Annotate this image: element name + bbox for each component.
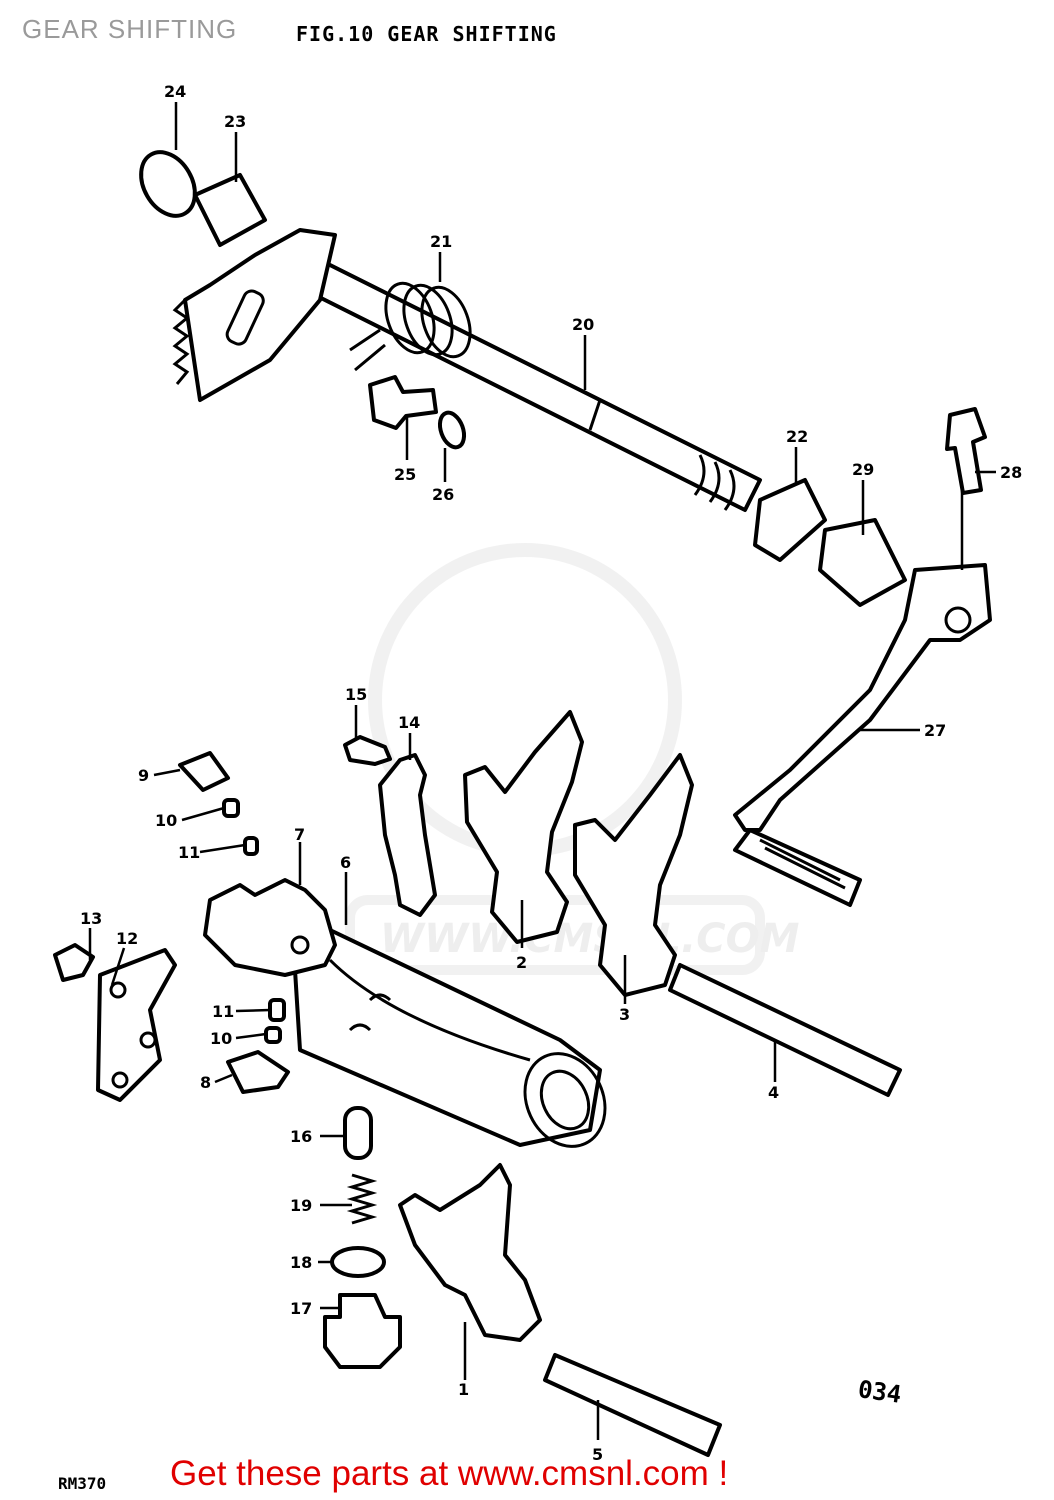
page-number: 034 [856, 1375, 904, 1409]
bolt-28 [945, 407, 987, 495]
return-spring-21 [349, 281, 472, 372]
callout-5: 5 [592, 1445, 603, 1464]
callout-21: 21 [430, 232, 452, 251]
callout-24: 24 [164, 82, 186, 101]
bolt-25 [368, 375, 438, 430]
model-code: RM370 [58, 1474, 107, 1493]
callout-26: 26 [432, 485, 454, 504]
plunger-16 [343, 1106, 373, 1160]
fork-1 [398, 1163, 542, 1342]
callout-23: 23 [224, 112, 246, 131]
screw-15 [343, 735, 392, 766]
callout-28: 28 [1000, 463, 1022, 482]
shift-arm-plate [183, 228, 337, 402]
callout-18: 18 [290, 1253, 312, 1272]
plate-14 [378, 753, 437, 917]
callout-8: 8 [200, 1073, 211, 1092]
callout-7: 7 [294, 825, 305, 844]
callout-13: 13 [80, 909, 102, 928]
callout-9: 9 [138, 766, 149, 785]
shaft-20 [283, 248, 762, 512]
callout-17: 17 [290, 1299, 312, 1318]
callout-12: 12 [116, 929, 138, 948]
shift-forks [398, 710, 902, 1457]
callout-22: 22 [786, 427, 808, 446]
callout-1: 1 [458, 1380, 469, 1399]
callout-16: 16 [290, 1127, 312, 1146]
callout-6: 6 [340, 853, 351, 872]
callout-29: 29 [852, 460, 874, 479]
washer-26 [437, 410, 467, 450]
gasket-18 [330, 1246, 386, 1278]
callout-27: 27 [924, 721, 946, 740]
shift-drum-assembly [203, 878, 607, 1148]
callout-numbers: 1 2 3 4 5 6 7 8 9 10 10 11 11 12 13 14 1… [80, 82, 1022, 1464]
plug-17 [323, 1293, 402, 1369]
small-parts-left [53, 735, 437, 1102]
watermark-text: WWW.CMSNL.COM [380, 916, 799, 962]
bush-22 [753, 478, 827, 562]
shift-drum-6 [293, 928, 602, 1147]
fork-shaft-4 [668, 963, 902, 1097]
figure-title: FIG.10 GEAR SHIFTING [296, 22, 557, 46]
callout-10b: 10 [210, 1029, 232, 1048]
shift-cam-7 [203, 878, 337, 977]
callout-10a: 10 [155, 811, 177, 830]
callout-3: 3 [619, 1005, 630, 1024]
oil-seal-24 [139, 150, 197, 218]
detent-parts [323, 1106, 402, 1369]
page-label: GEAR SHIFTING [22, 14, 238, 44]
callout-20: 20 [572, 315, 594, 334]
callout-19: 19 [290, 1196, 312, 1215]
callout-15: 15 [345, 685, 367, 704]
screw-13 [53, 943, 95, 982]
spring-10b [264, 1026, 282, 1044]
stopper-8 [226, 1050, 290, 1094]
callout-11b: 11 [212, 1002, 234, 1021]
fork-3 [573, 753, 694, 997]
spring-19 [346, 1173, 378, 1225]
bush-29 [818, 518, 907, 607]
callout-4: 4 [768, 1083, 779, 1102]
fork-2 [463, 710, 584, 944]
gearshift-shaft-assembly [139, 150, 987, 607]
callout-2: 2 [516, 953, 527, 972]
fork-shaft-5 [543, 1353, 722, 1457]
bush-23 [193, 173, 267, 247]
plate-12 [96, 948, 177, 1102]
cmsnl-link[interactable]: Get these parts at www.cmsnl.com ! [170, 1454, 729, 1493]
callout-11a: 11 [178, 843, 200, 862]
spring-11a [243, 836, 259, 856]
stopper-9 [178, 751, 230, 792]
spring-11b [268, 998, 286, 1022]
leader-lines [88, 102, 996, 1440]
gearshift-lever-27 [733, 563, 992, 907]
callout-25: 25 [394, 465, 416, 484]
callout-14: 14 [398, 713, 420, 732]
cmsnl-watermark: WWW.CMSNL.COM [345, 543, 799, 975]
spring-10a [222, 798, 240, 818]
